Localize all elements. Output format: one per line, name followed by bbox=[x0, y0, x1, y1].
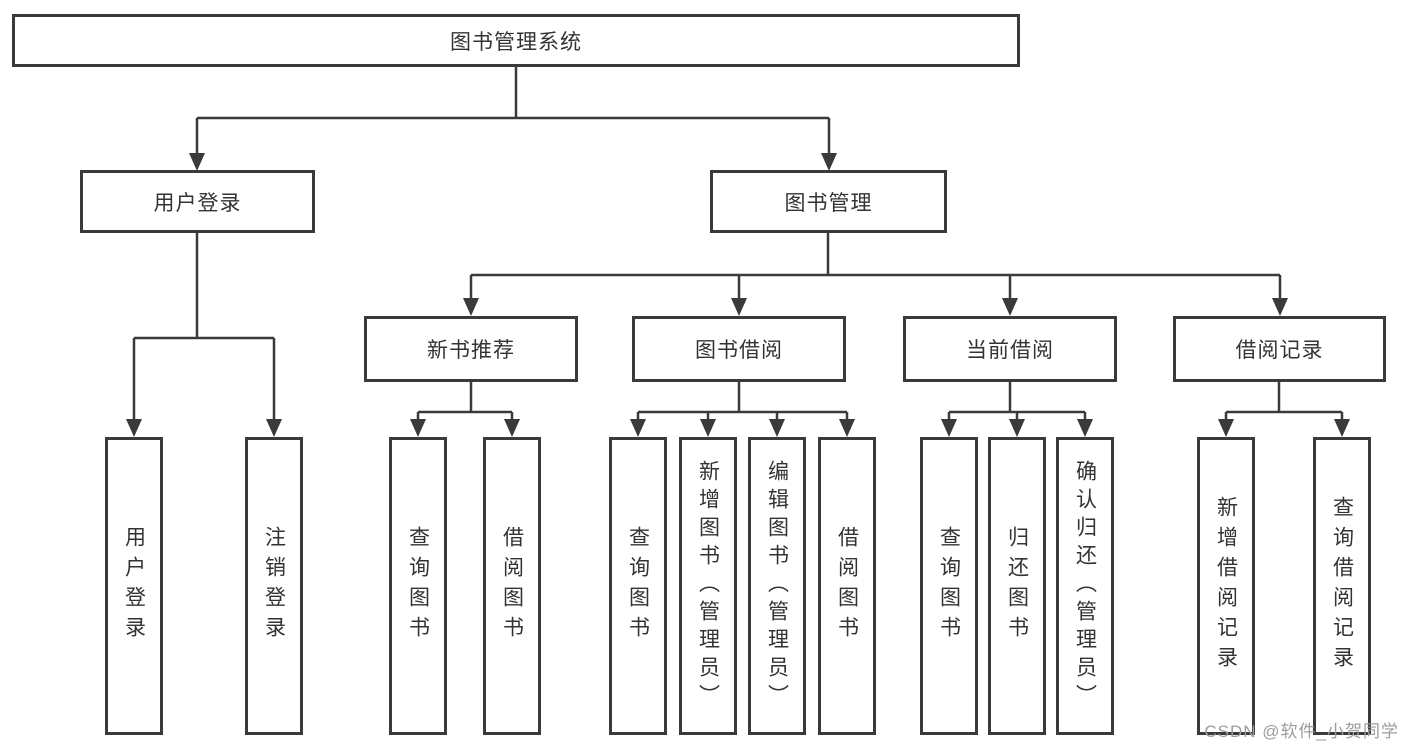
connector-current-borrow-to-leaves bbox=[941, 382, 1093, 437]
connector-book-management-to-level3 bbox=[463, 232, 1288, 316]
node-leaf-add-borrow-record: 新增借阅记录 bbox=[1197, 437, 1255, 735]
node-leaf-query-book-1: 查询图书 bbox=[389, 437, 447, 735]
node-user-login: 用户登录 bbox=[80, 170, 315, 233]
csdn-watermark: CSDN @软件_小贺同学 bbox=[1204, 722, 1399, 741]
node-book-management: 图书管理 bbox=[710, 170, 947, 233]
node-leaf-borrow-book-2: 借阅图书 bbox=[818, 437, 876, 735]
connector-user-login-to-leaves bbox=[126, 232, 282, 437]
node-leaf-add-book-admin: 新增图书（管理员） bbox=[679, 437, 737, 735]
node-new-book-recommend: 新书推荐 bbox=[364, 316, 578, 382]
node-leaf-borrow-book-1: 借阅图书 bbox=[483, 437, 541, 735]
node-leaf-return-book: 归还图书 bbox=[988, 437, 1046, 735]
connector-book-borrow-to-leaves bbox=[630, 382, 855, 437]
node-root-library-system: 图书管理系统 bbox=[12, 14, 1020, 67]
node-leaf-edit-book-admin: 编辑图书（管理员） bbox=[748, 437, 806, 735]
node-leaf-logout: 注销登录 bbox=[245, 437, 303, 735]
node-book-borrow: 图书借阅 bbox=[632, 316, 846, 382]
node-borrow-record: 借阅记录 bbox=[1173, 316, 1386, 382]
node-leaf-user-login: 用户登录 bbox=[105, 437, 163, 735]
connector-root-to-level2 bbox=[189, 66, 837, 171]
connector-borrow-record-to-leaves bbox=[1218, 382, 1350, 437]
node-leaf-query-book-2: 查询图书 bbox=[609, 437, 667, 735]
node-current-borrow: 当前借阅 bbox=[903, 316, 1117, 382]
connector-new-book-to-leaves bbox=[410, 382, 520, 437]
node-leaf-query-borrow-record: 查询借阅记录 bbox=[1313, 437, 1371, 735]
node-leaf-query-book-3: 查询图书 bbox=[920, 437, 978, 735]
node-leaf-confirm-return-admin: 确认归还（管理员） bbox=[1056, 437, 1114, 735]
